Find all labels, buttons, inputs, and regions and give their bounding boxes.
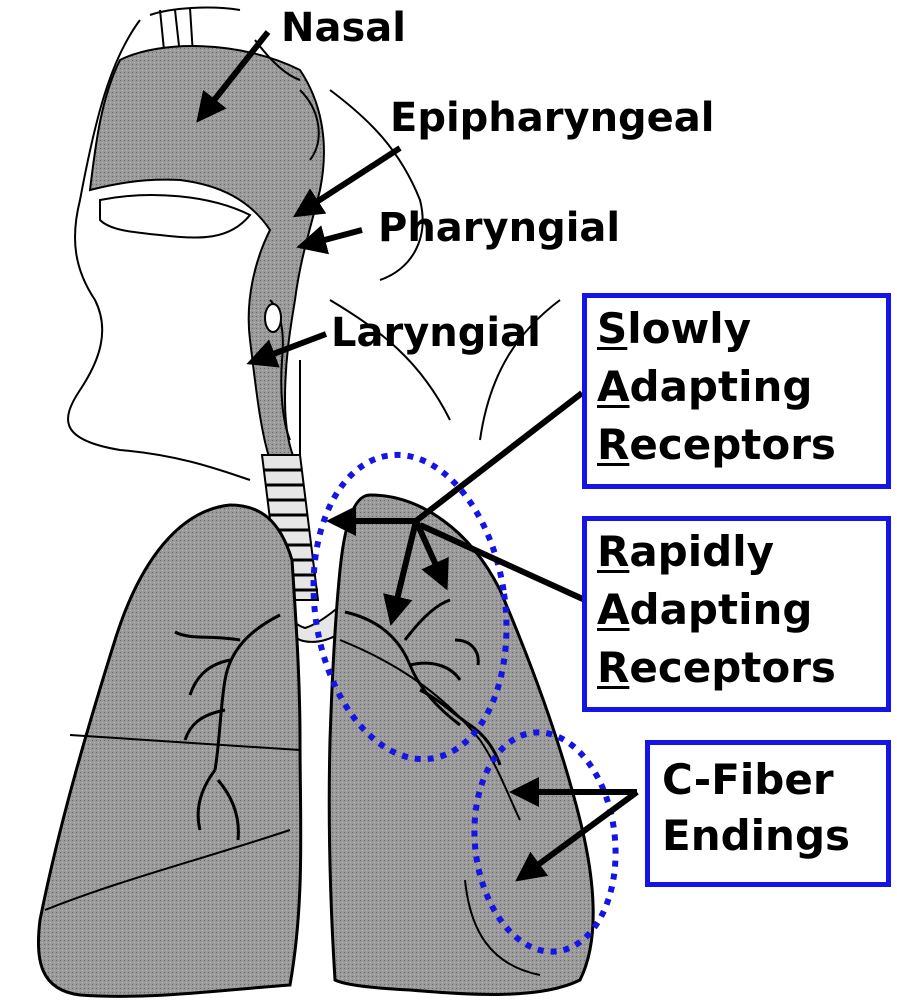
- rar-box: Rapidly Adapting Receptors: [582, 516, 891, 712]
- c-fiber-line-2: Endings: [662, 815, 886, 857]
- sar-line-3: Receptors: [597, 424, 886, 466]
- sar-line-2: Adapting: [597, 366, 886, 408]
- left-lung: [329, 495, 593, 994]
- label-laryngial: Laryngial: [331, 313, 541, 353]
- sar-box: Slowly Adapting Receptors: [582, 293, 891, 489]
- pharyngial-arrow: [302, 230, 362, 246]
- label-epipharyngeal: Epipharyngeal: [390, 98, 715, 138]
- rar-line-3: Receptors: [597, 647, 886, 689]
- label-pharyngial: Pharyngial: [378, 208, 620, 248]
- rar-line-2: Adapting: [597, 589, 886, 631]
- c-fiber-box: C-Fiber Endings: [645, 740, 891, 887]
- right-lung: [38, 505, 300, 996]
- sar-leader-line: [416, 393, 582, 521]
- sar-line-1: Slowly: [597, 308, 886, 350]
- rar-line-1: Rapidly: [597, 531, 886, 573]
- upper-airway: [90, 40, 324, 460]
- c-fiber-line-1: C-Fiber: [662, 759, 886, 801]
- label-nasal: Nasal: [281, 8, 406, 48]
